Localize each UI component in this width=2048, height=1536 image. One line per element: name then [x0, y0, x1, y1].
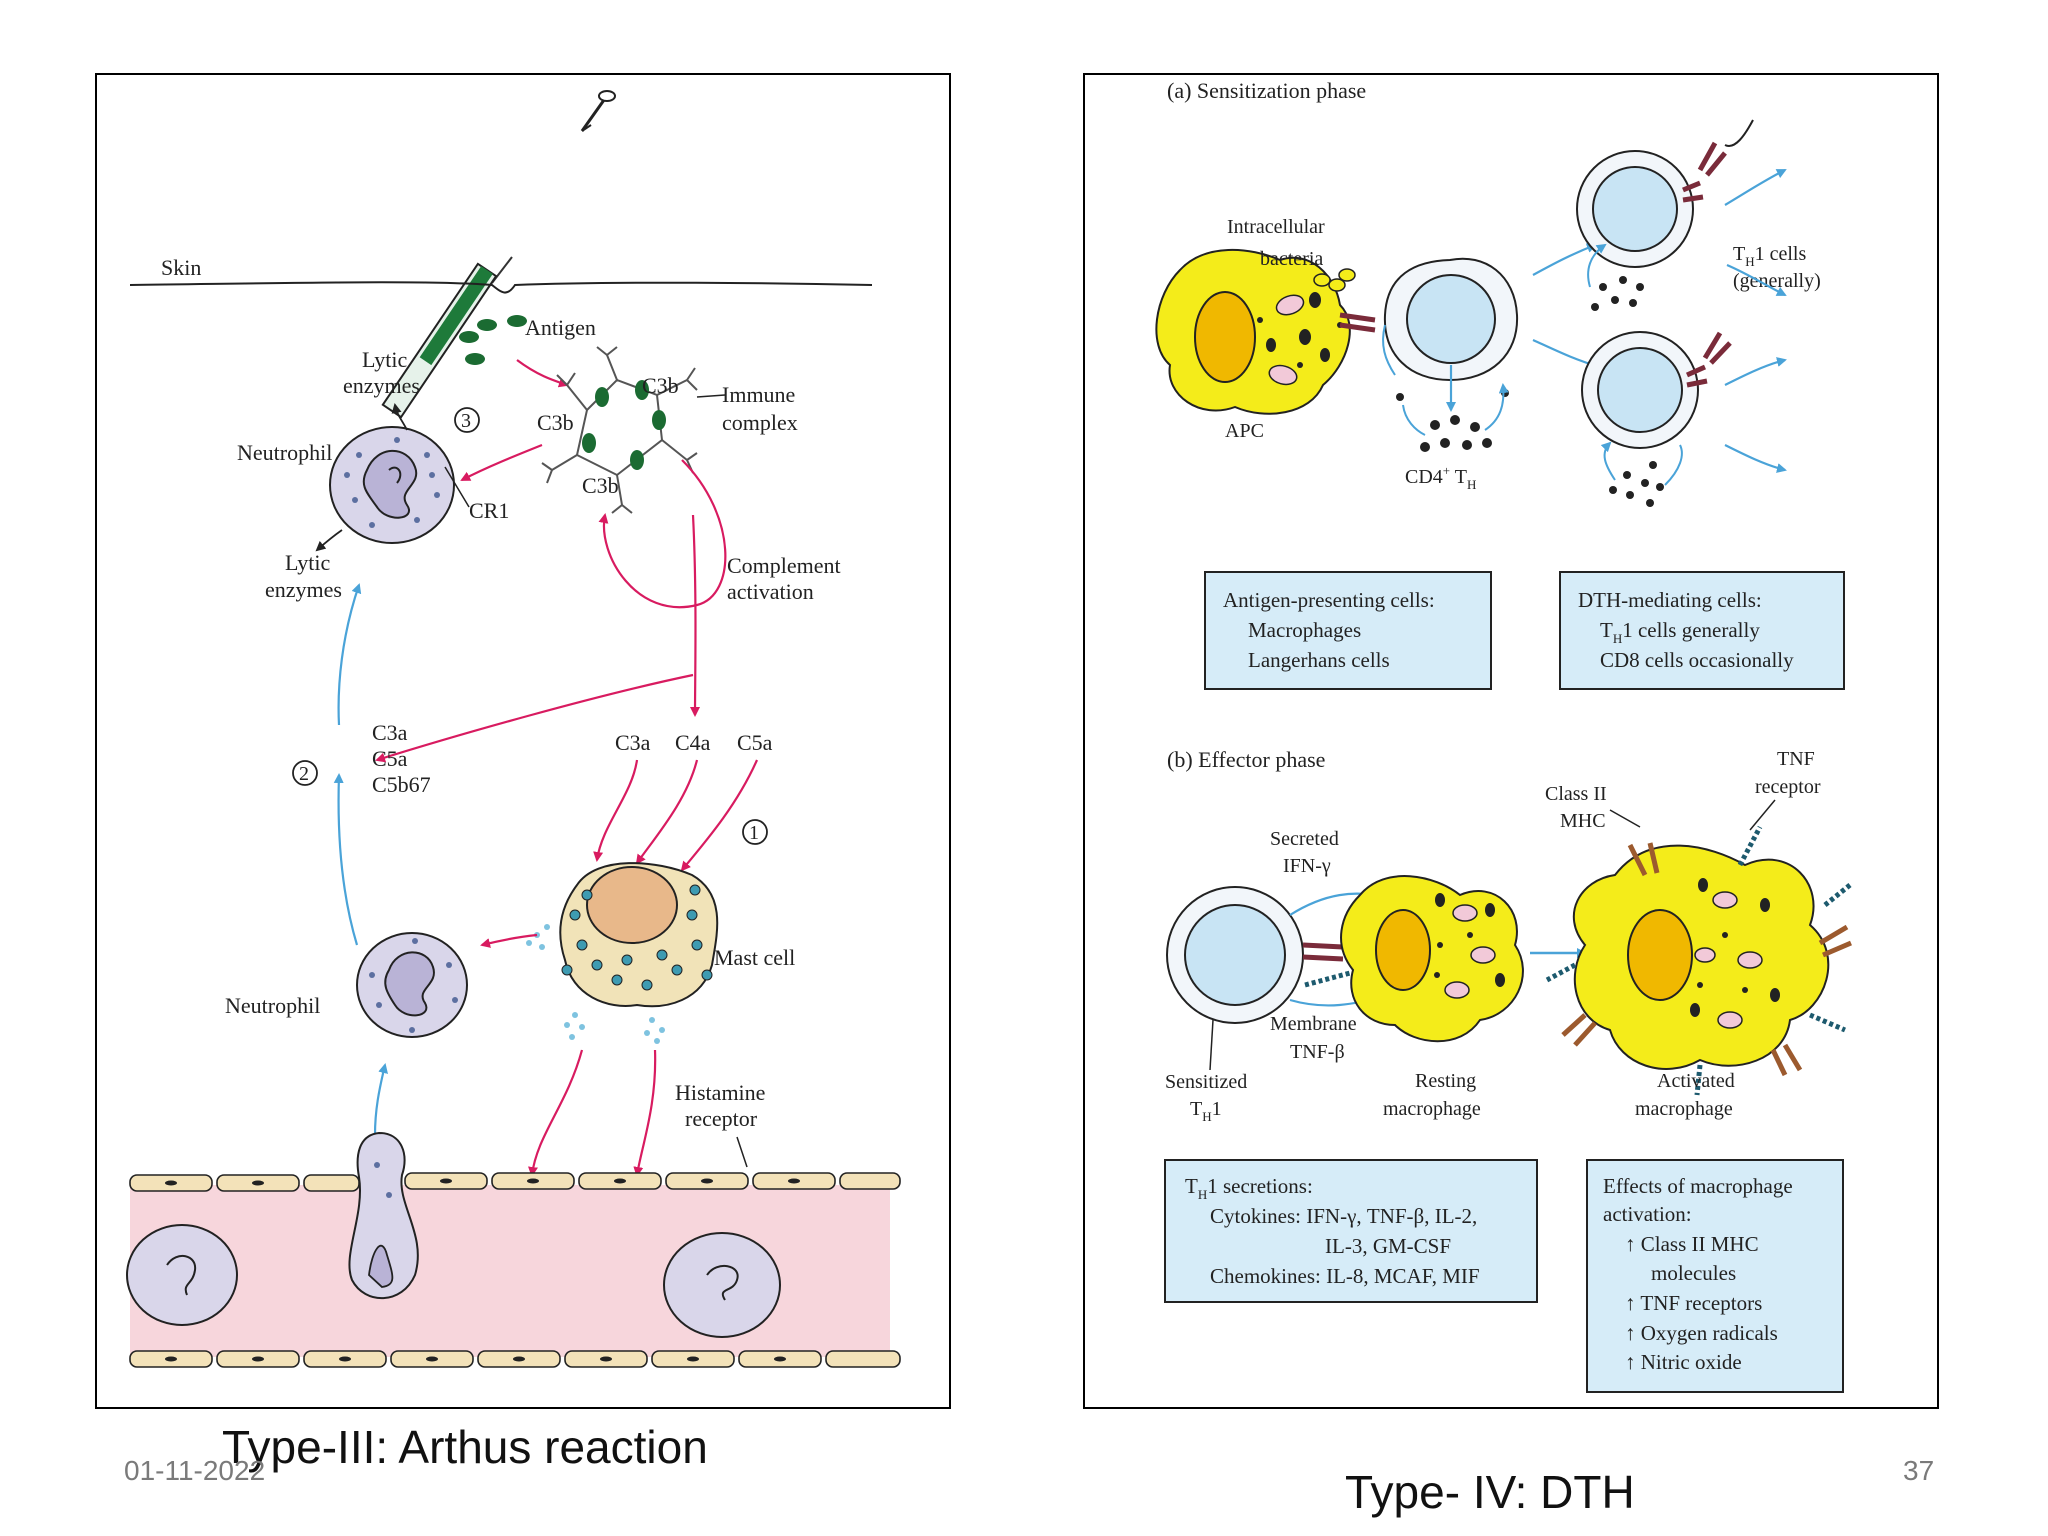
dth-diagram-panel: (a) Sensitization phase Intracellular ba… — [1083, 73, 1939, 1409]
c5b67-label: C5b67 — [372, 772, 431, 797]
caption-arthus: Type-III: Arthus reaction — [222, 1421, 708, 1473]
sensitized-label: Sensitized — [1165, 1071, 1247, 1093]
complement-activation-2: activation — [727, 579, 814, 604]
resting-label-2: macrophage — [1383, 1098, 1481, 1120]
mast-cell-label: Mast cell — [714, 945, 795, 970]
apc-info-box: Antigen-presenting cells: Macrophages La… — [1204, 571, 1492, 690]
arthus-diagram-panel: Skin Antigen C3b C3b C3b Immune complex … — [95, 73, 951, 1409]
skin-line — [129, 281, 873, 294]
th1-cell-bottom — [1581, 331, 1732, 449]
membrane-label-1: Membrane — [1270, 1013, 1357, 1035]
skin-label: Skin — [161, 255, 201, 280]
c3a-right-label: C3a — [615, 730, 651, 755]
lytic-enzymes-bottom-1: Lytic — [285, 550, 330, 575]
blood-vessel — [126, 1131, 901, 1368]
cr1-label: CR1 — [469, 498, 509, 523]
footer-page-number: 37 — [1903, 1455, 1935, 1486]
lytic-enzymes-bottom-2: enzymes — [265, 577, 342, 602]
histamine-receptor-2: receptor — [685, 1106, 758, 1131]
histamine-receptor-1: Histamine — [675, 1080, 765, 1105]
mhc-tcr-complex — [1339, 312, 1376, 333]
membrane-label-2: TNF-β — [1290, 1041, 1345, 1063]
lytic-enzymes-top-1: Lytic — [362, 347, 407, 372]
sensitization-phase-label: (a) Sensitization phase — [1167, 78, 1366, 103]
macrophage-effects-box: Effects of macrophage activation: ↑ Clas… — [1586, 1159, 1844, 1393]
antigen-label: Antigen — [525, 315, 596, 340]
granule-release — [526, 924, 665, 1044]
neutrophil-bottom-label: Neutrophil — [225, 993, 320, 1018]
dth-box-line-2: TH1 cells generally — [1600, 618, 1760, 646]
dth-box-line-1: DTH-mediating cells: — [1578, 588, 1762, 612]
th1-secretions-box: TH1 secretions: Cytokines: IFN-γ, TNF-β,… — [1164, 1159, 1538, 1303]
apc-box-line-3: Langerhans cells — [1248, 648, 1390, 672]
caption-dth: Type- IV: DTH — [1345, 1466, 1635, 1518]
antigen-particles — [459, 315, 527, 365]
lytic-enzymes-top-2: enzymes — [343, 373, 420, 398]
secreted-label-2: IFN-γ — [1283, 855, 1331, 877]
sensitized-th1-label: TH1 — [1190, 1098, 1222, 1124]
effects-box-line-5: ↑ TNF receptors — [1625, 1291, 1762, 1315]
apc-box-line-1: Antigen-presenting cells: — [1223, 588, 1435, 612]
step-2-label: 2 — [299, 763, 309, 785]
neutrophil-top — [329, 426, 455, 544]
mast-cell — [559, 862, 719, 1008]
th1-box-line-2: Cytokines: IFN-γ, TNF-β, IL-2, — [1210, 1204, 1477, 1228]
c5a-right-label: C5a — [737, 730, 773, 755]
secreted-label-1: Secreted — [1270, 828, 1339, 850]
apc-box-line-2: Macrophages — [1248, 618, 1361, 642]
dth-info-box: DTH-mediating cells: TH1 cells generally… — [1559, 571, 1845, 690]
c5a-label: C5a — [372, 746, 408, 771]
activated-label-2: macrophage — [1635, 1098, 1733, 1120]
neutrophil-bottom — [356, 932, 468, 1038]
cd4-label: CD4+ TH — [1405, 463, 1476, 492]
syringe-icon — [381, 90, 616, 419]
th1-box-line-4: Chemokines: IL-8, MCAF, MIF — [1210, 1264, 1480, 1288]
intracellular-label-1: Intracellular — [1227, 216, 1325, 238]
effects-box-line-7: ↑ Nitric oxide — [1625, 1350, 1742, 1374]
immune-complex-label-1: Immune — [722, 382, 795, 407]
cd4-th-cell — [1383, 257, 1519, 382]
apc-cell — [1155, 248, 1351, 415]
immune-complex-label-2: complex — [722, 410, 798, 435]
c3a-label: C3a — [372, 720, 408, 745]
tnf-label-2: receptor — [1755, 776, 1821, 798]
th1-cells-label: TH1 cells — [1733, 243, 1806, 269]
tcr-mhc-effector — [1302, 942, 1344, 962]
arthus-diagram: Skin Antigen C3b C3b C3b Immune complex … — [126, 90, 901, 1368]
immune-complex — [541, 346, 698, 514]
dth-diagram: (a) Sensitization phase Intracellular ba… — [1155, 78, 1852, 1393]
th1-box-line-3: IL-3, GM-CSF — [1325, 1234, 1451, 1258]
c3b-left-label: C3b — [537, 410, 574, 435]
step-3-label: 3 — [461, 410, 471, 432]
step-1-label: 1 — [749, 822, 759, 844]
c4a-right-label: C4a — [675, 730, 711, 755]
intracellular-label-2: bacteria — [1260, 248, 1323, 270]
activated-macrophage — [1545, 825, 1852, 1096]
resting-macrophage — [1340, 875, 1524, 1043]
class-ii-label-1: Class II — [1545, 783, 1607, 805]
tnf-beta-membrane — [1304, 970, 1351, 988]
effects-box-line-6: ↑ Oxygen radicals — [1625, 1321, 1778, 1345]
resting-label-1: Resting — [1415, 1070, 1476, 1092]
footer-date: 01-11-2022 — [124, 1455, 266, 1486]
generally-label: (generally) — [1733, 270, 1821, 292]
c3b-top-label: C3b — [642, 373, 679, 398]
c3b-bottom-label: C3b — [582, 473, 619, 498]
effector-phase-label: (b) Effector phase — [1167, 747, 1325, 772]
apc-label: APC — [1225, 420, 1264, 442]
tnf-label-1: TNF — [1777, 748, 1815, 770]
complement-activation-1: Complement — [727, 553, 841, 578]
effects-box-line-2: activation: — [1603, 1202, 1692, 1226]
th1-box-line-1: TH1 secretions: — [1185, 1174, 1313, 1202]
class-ii-label-2: MHC — [1560, 810, 1606, 832]
effects-box-line-3: ↑ Class II MHC — [1625, 1232, 1759, 1256]
sensitized-th1-cell — [1166, 886, 1304, 1024]
th1-cell-top — [1576, 119, 1754, 268]
neutrophil-top-label: Neutrophil — [237, 440, 332, 465]
effects-box-line-4: molecules — [1651, 1261, 1736, 1285]
effects-box-line-1: Effects of macrophage — [1603, 1174, 1793, 1198]
dth-box-line-3: CD8 cells occasionally — [1600, 648, 1794, 672]
activated-label-1: Activated — [1657, 1070, 1735, 1092]
